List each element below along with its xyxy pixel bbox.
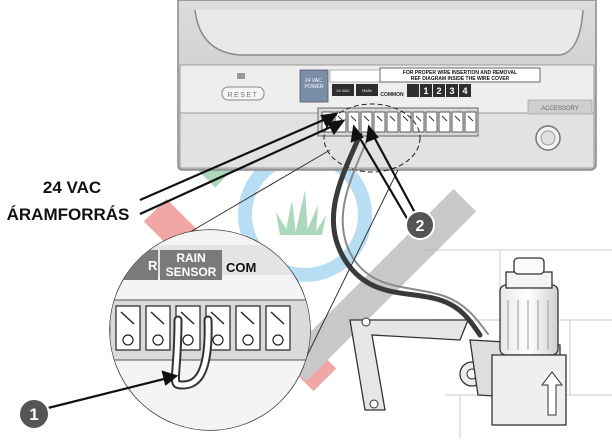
- tab-a-label: 24 VAC: [336, 88, 350, 93]
- power-callout-line1: 24 VAC: [43, 178, 101, 197]
- tab-b-label: RAIN: [362, 88, 372, 93]
- marker-1-label: 1: [29, 405, 38, 424]
- power-tab-label: 24 VAC POWER: [305, 78, 324, 90]
- zoom-rain-label: RAIN: [176, 251, 205, 265]
- instruction-box: [379, 67, 541, 83]
- zoom-common-label: COM: [226, 260, 256, 275]
- zone-labels: 1 2 3 4: [407, 84, 471, 97]
- power-callout-line2: ÁRAMFORRÁS: [7, 205, 130, 224]
- callout-arrows: [39, 112, 421, 412]
- power-tab-line1: 24 VAC: [305, 78, 322, 84]
- zoom-sensor-label: SENSOR: [166, 265, 217, 279]
- marker-2-label: 2: [416, 218, 425, 235]
- grass-icon: [276, 190, 326, 235]
- reset-button[interactable]: [221, 86, 265, 101]
- common-label: COMMON: [380, 92, 404, 98]
- controller-body: RESET 24 VAC POWER 24 VAC RAIN COMMON FO…: [177, 0, 597, 171]
- power-tab: [299, 69, 329, 103]
- power-tab-line2: POWER: [305, 84, 324, 90]
- zoom-edge-label: R: [148, 258, 158, 273]
- zone-label-3: 3: [449, 86, 454, 96]
- rain-sensor: [349, 257, 567, 426]
- marker-2: 2: [405, 210, 435, 240]
- zone-label-2: 2: [436, 86, 441, 96]
- zone-label-4: 4: [462, 86, 467, 96]
- marker-1: 1: [18, 398, 50, 430]
- reset-indicator: [237, 73, 245, 79]
- up-arrow-icon: [540, 371, 564, 416]
- sensor-wire: [330, 132, 483, 338]
- instruction-line2: REF DIAGRAM INSIDE THE WIRE COVER: [411, 76, 510, 82]
- instruction-line1: FOR PROPER WIRE INSERTION AND REMOVAL: [403, 70, 517, 76]
- terminal-strip: [317, 107, 479, 137]
- terminal-highlight: [323, 103, 421, 173]
- reset-label: RESET: [228, 92, 259, 99]
- zoom-detail: R RAIN SENSOR COM: [109, 149, 399, 431]
- zone-label-1: 1: [423, 86, 428, 96]
- accessory-label: ACCESSORY: [541, 106, 579, 112]
